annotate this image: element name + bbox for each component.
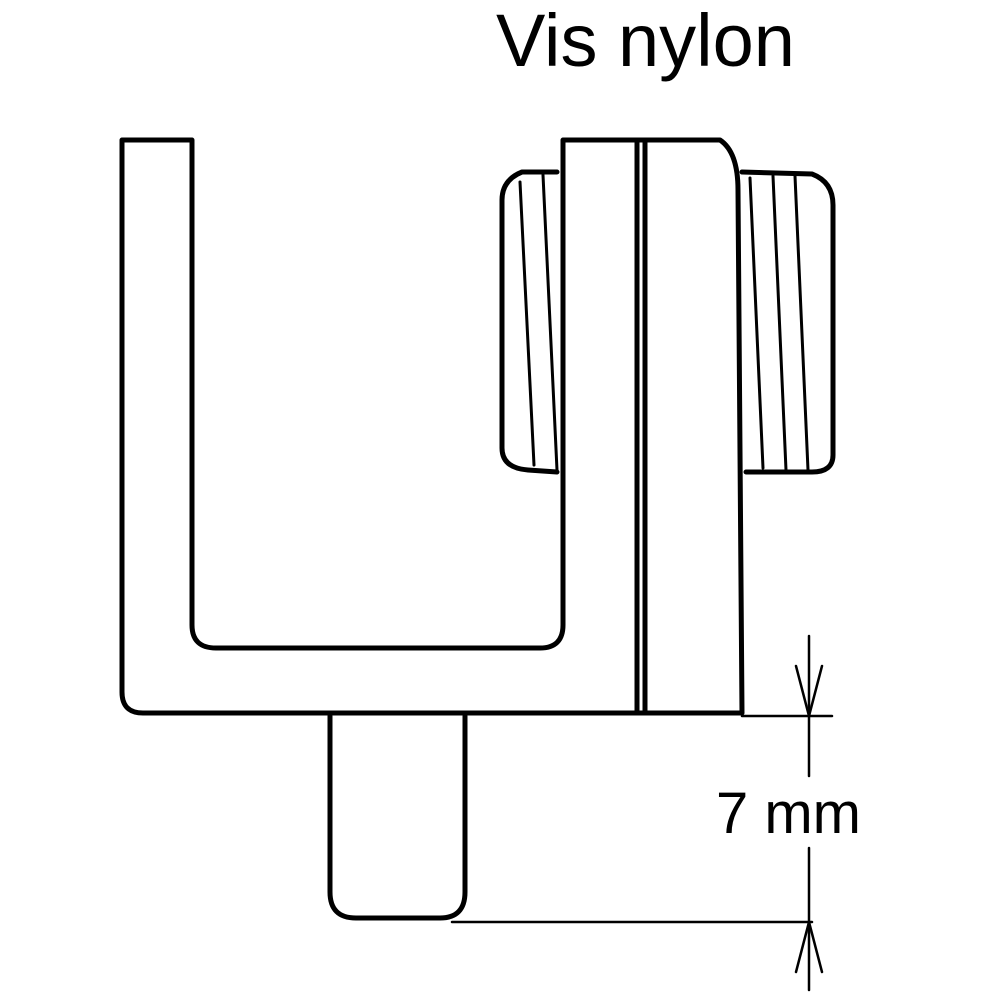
nylon-screw-right-thread: [739, 169, 836, 475]
thread-line: [541, 173, 559, 472]
u-bracket-outline: [119, 137, 640, 716]
arrow-down-icon: [794, 664, 824, 721]
thread-line: [771, 174, 788, 472]
diagram-title: Vis nylon: [496, 0, 795, 82]
thread-line: [518, 180, 536, 467]
arrow-up-icon: [794, 917, 824, 974]
clamp-plate: [634, 137, 745, 716]
thread-line: [748, 176, 765, 470]
dimension-label: 7 mm: [716, 781, 861, 846]
nylon-screw-left-thread: [499, 169, 560, 475]
bottom-pin: [327, 713, 468, 921]
thread-line: [793, 174, 810, 472]
